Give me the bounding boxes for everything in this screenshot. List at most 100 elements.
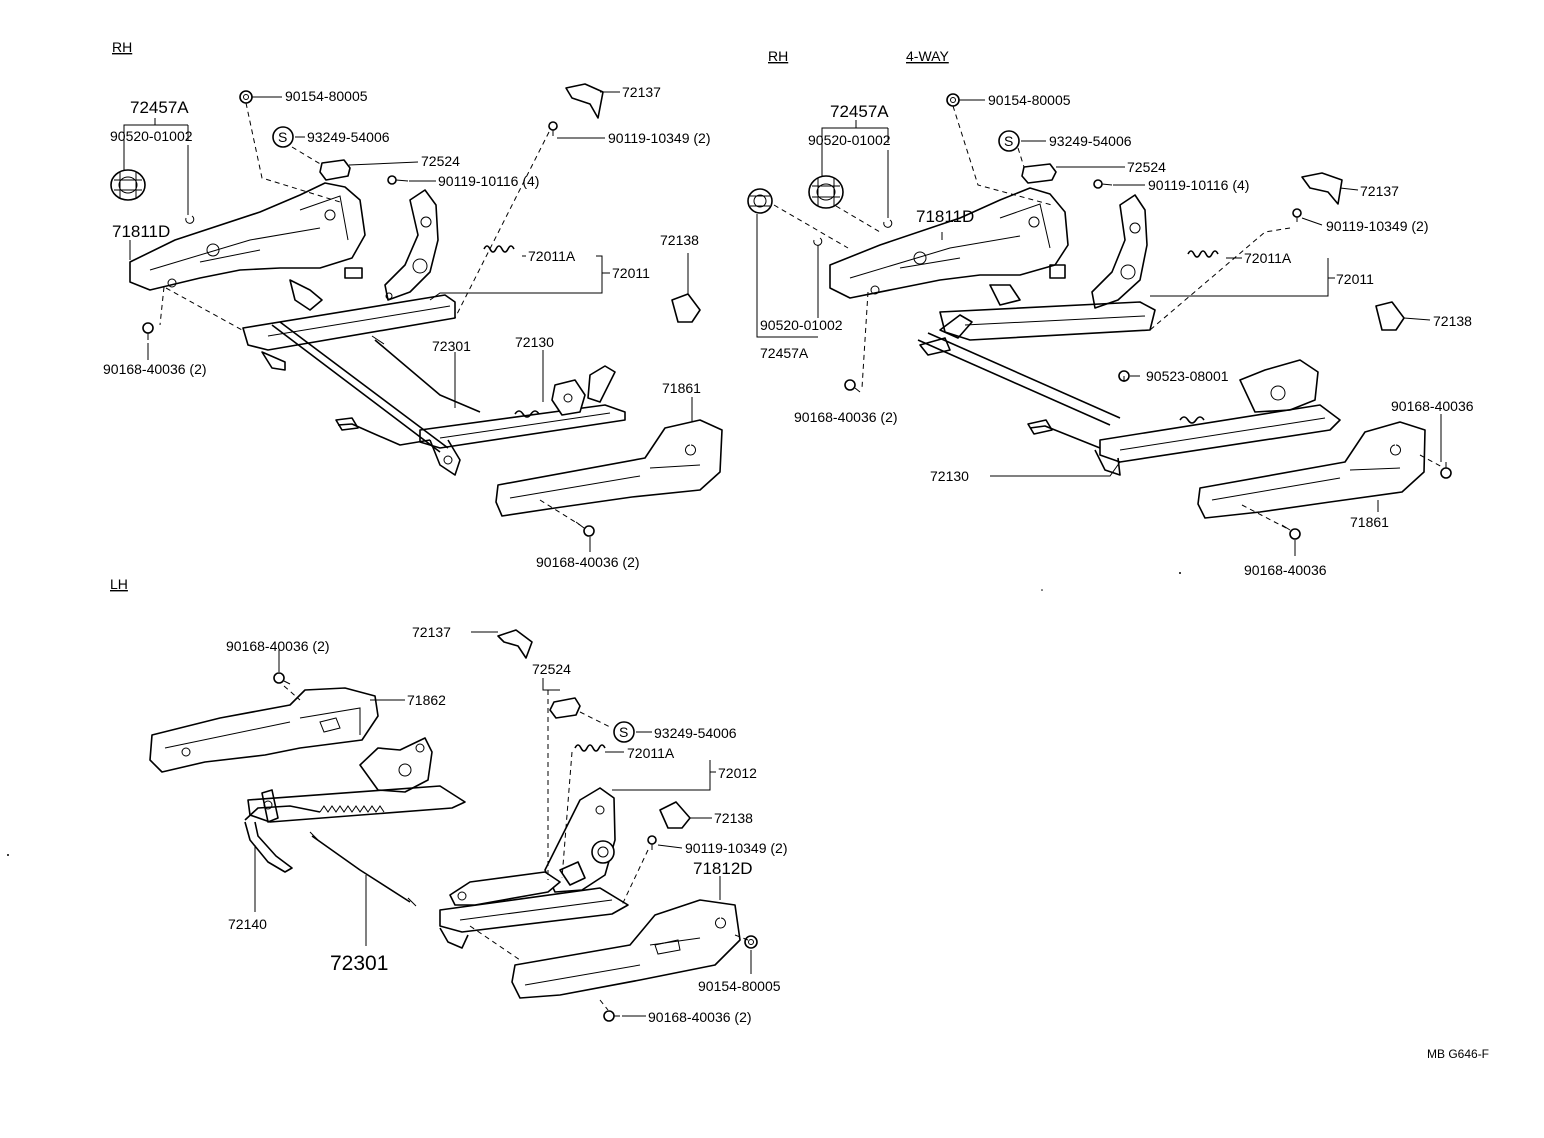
label-90119-10116-4way: 90119-10116 (4): [1148, 177, 1249, 193]
bolt-90119-10349-lh: [647, 835, 657, 850]
bolt-90168-a: [142, 322, 154, 340]
seat-side-frame: [129, 182, 366, 291]
label-72011A-4way: 72011A: [1244, 250, 1292, 266]
recliner-knob: [110, 169, 146, 201]
bolt-90119-10349: [548, 121, 558, 136]
label-72011A-lh: 72011A: [627, 745, 675, 761]
seat-side-frame-4way: [829, 187, 1069, 299]
cap-72524-4way: [1021, 163, 1057, 184]
label-90154-lh: 90154-80005: [698, 978, 781, 994]
label-71861: 71861: [662, 380, 701, 396]
lh-side-cover: [149, 687, 379, 773]
label-90520-01002: 90520-01002: [110, 128, 193, 144]
bolt-90168-right-4way: [1440, 462, 1452, 479]
lh-lower-rail: [439, 887, 629, 933]
lh-assembly: S 72137: [149, 624, 787, 1025]
label-72137-lh: 72137: [412, 624, 451, 640]
label-72301-lh: 72301: [330, 952, 388, 975]
slide-lever: [337, 423, 431, 446]
label-90168-bot-4way: 90168-40036: [1244, 562, 1327, 578]
lh-upper-rail: [247, 785, 466, 823]
rh-side-cover: [495, 419, 723, 517]
s-symbol-lh: S: [613, 721, 635, 743]
figure-code: MB G646-F: [1427, 1047, 1489, 1061]
label-90119-10349: 90119-10349 (2): [608, 130, 710, 146]
cover-72137-4way: [1301, 172, 1343, 205]
cover-72138: [671, 293, 701, 323]
seatback-hinge: [384, 189, 439, 301]
rh-left-assembly: S: [103, 83, 723, 570]
lh-slide-lever: [244, 805, 321, 821]
header-4way: 4-WAY: [906, 48, 949, 64]
label-90520-bot: 90520-01002: [760, 317, 843, 333]
label-93249-lh: 93249-54006: [654, 725, 737, 741]
label-72457A-top: 72457A: [830, 102, 889, 121]
label-72140: 72140: [228, 916, 267, 932]
label-72138: 72138: [660, 232, 699, 248]
bolt-90119-10116-4way: [1093, 179, 1113, 189]
label-93249-4way: 93249-54006: [1049, 133, 1132, 149]
rh-side-cover-4way: [1197, 421, 1426, 519]
label-90119-10349-4way: 90119-10349 (2): [1326, 218, 1428, 234]
recliner-knob-top: [808, 175, 844, 209]
lower-rail: [419, 404, 626, 449]
label-90168-b-lh: 90168-40036 (2): [648, 1009, 752, 1025]
label-90168-40036-a: 90168-40036 (2): [103, 361, 207, 377]
recliner-knob-bottom: [747, 188, 773, 214]
s-symbol-text: S: [278, 129, 287, 145]
cover-72137: [565, 83, 604, 119]
rh-right-assembly: S: [747, 92, 1474, 578]
slide-lever-4way: [1029, 425, 1101, 449]
label-72138-lh: 72138: [714, 810, 753, 826]
bolt-90168-a-4way: [844, 379, 861, 393]
label-90119-10349-lh: 90119-10349 (2): [685, 840, 787, 856]
label-90168-a-4way: 90168-40036 (2): [794, 409, 898, 425]
lh-seatback-hinge: [544, 787, 616, 893]
cap-72524-lh: [549, 697, 581, 719]
cover-72137-lh: [497, 629, 533, 659]
bolt-90168-a-lh: [273, 672, 291, 685]
label-72011A: 72011A: [528, 248, 576, 264]
label-93249-54006: 93249-54006: [307, 129, 390, 145]
label-90520-top: 90520-01002: [808, 132, 891, 148]
label-72524-lh: 72524: [532, 661, 571, 677]
label-72130: 72130: [515, 334, 554, 350]
label-72011: 72011: [612, 265, 650, 281]
spring-72011A-lh: [574, 744, 606, 752]
cap-72524: [319, 159, 351, 181]
label-90523-08001: 90523-08001: [1146, 368, 1229, 384]
nut-90154-4way: [946, 93, 960, 107]
bolt-90119-10349-4way: [1292, 208, 1302, 222]
nut-90154-lh: [744, 935, 758, 949]
label-72524: 72524: [421, 153, 460, 169]
label-90168-right-4way: 90168-40036: [1391, 398, 1474, 414]
label-90154-80005: 90154-80005: [285, 88, 368, 104]
nut-90154: [239, 90, 253, 104]
cover-72138-lh: [659, 801, 691, 829]
spring-72011A-4way: [1187, 250, 1219, 258]
label-72011-4way: 72011: [1336, 271, 1374, 287]
label-90168-a-lh: 90168-40036 (2): [226, 638, 330, 654]
label-71811D: 71811D: [112, 222, 170, 241]
cover-72138-4way: [1375, 301, 1405, 331]
header-lh: LH: [110, 576, 128, 592]
s-symbol-text-lh: S: [619, 724, 628, 740]
lh-recliner-cover: [511, 899, 741, 999]
label-72457A-bot: 72457A: [760, 345, 809, 361]
label-71861-4way: 71861: [1350, 514, 1389, 530]
label-71862: 71862: [407, 692, 446, 708]
label-90119-10116: 90119-10116 (4): [438, 173, 539, 189]
spring-72011A: [483, 245, 515, 253]
label-71812D: 71812D: [693, 859, 753, 878]
label-72138-4way: 72138: [1433, 313, 1472, 329]
s-symbol-text-4way: S: [1004, 133, 1013, 149]
label-72301: 72301: [432, 338, 471, 354]
label-72137: 72137: [622, 84, 661, 100]
label-90154-4way: 90154-80005: [988, 92, 1071, 108]
label-71811D-4way: 71811D: [916, 207, 974, 226]
label-72457A: 72457A: [130, 98, 189, 117]
seatback-hinge-4way: [1091, 194, 1148, 309]
label-72524-4way: 72524: [1127, 159, 1166, 175]
